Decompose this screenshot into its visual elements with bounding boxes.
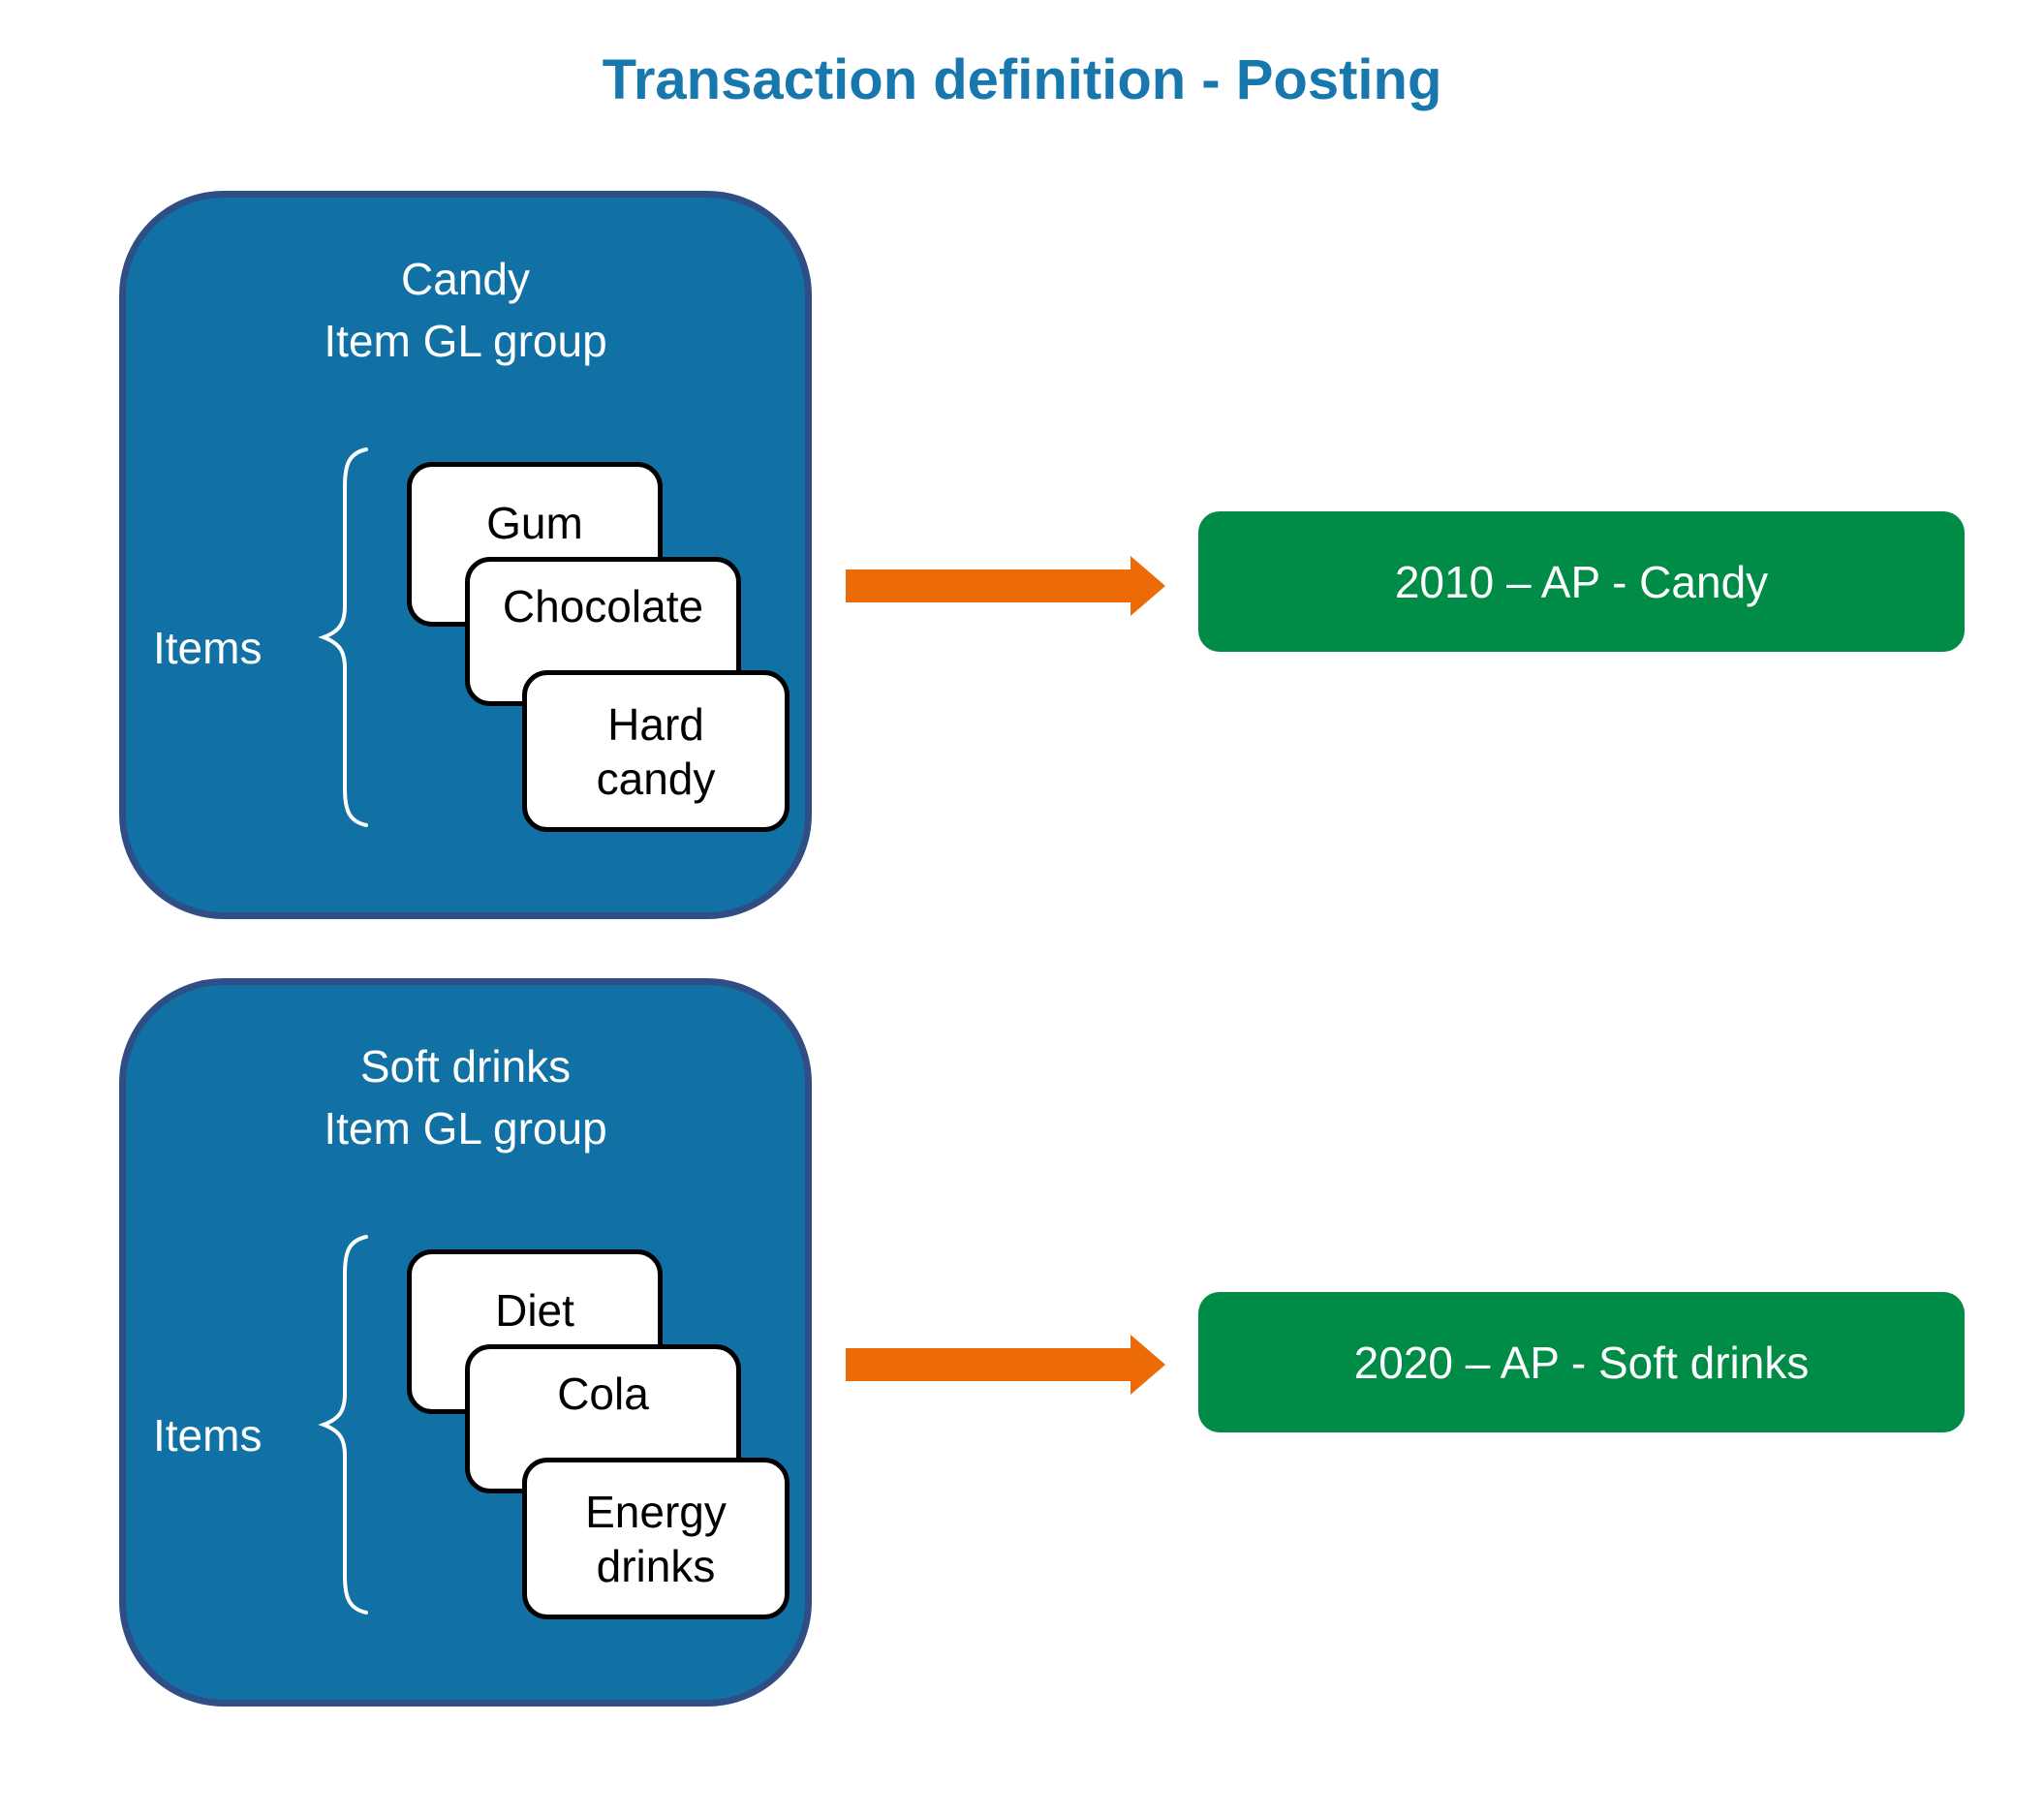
item-card: Energy drinks <box>522 1458 790 1619</box>
item-card-label: Chocolate <box>502 581 704 631</box>
brace-icon <box>318 1235 368 1615</box>
item-card: Hard candy <box>522 670 790 832</box>
group-heading: Soft drinks Item GL group <box>126 1035 805 1159</box>
group-name: Candy <box>401 254 530 304</box>
gl-account-candy: 2010 – AP - Candy <box>1198 511 1965 652</box>
brace-icon <box>318 447 368 827</box>
items-label: Items <box>153 1410 263 1461</box>
group-heading: Candy Item GL group <box>126 248 805 372</box>
arrow-right-icon <box>846 556 1165 616</box>
group-type-label: Item GL group <box>324 316 607 366</box>
item-gl-group-soft-drinks: Soft drinks Item GL group Items Diet Col… <box>119 978 812 1707</box>
arrow-right-icon <box>846 1335 1165 1395</box>
item-card-label: Hard candy <box>596 698 716 804</box>
item-gl-group-candy: Candy Item GL group Items Gum Chocolate … <box>119 191 812 919</box>
items-label: Items <box>153 623 263 673</box>
gl-account-soft-drinks: 2020 – AP - Soft drinks <box>1198 1292 1965 1432</box>
gl-account-label: 2010 – AP - Candy <box>1394 556 1769 607</box>
item-card-label: Energy drinks <box>585 1486 727 1591</box>
group-type-label: Item GL group <box>324 1103 607 1154</box>
page-title: Transaction definition - Posting <box>602 48 1442 111</box>
gl-account-label: 2020 – AP - Soft drinks <box>1353 1337 1810 1388</box>
item-card-label: Cola <box>557 1369 649 1419</box>
item-card-label: Diet <box>495 1285 574 1336</box>
group-name: Soft drinks <box>359 1041 572 1092</box>
item-card-label: Gum <box>486 498 583 548</box>
